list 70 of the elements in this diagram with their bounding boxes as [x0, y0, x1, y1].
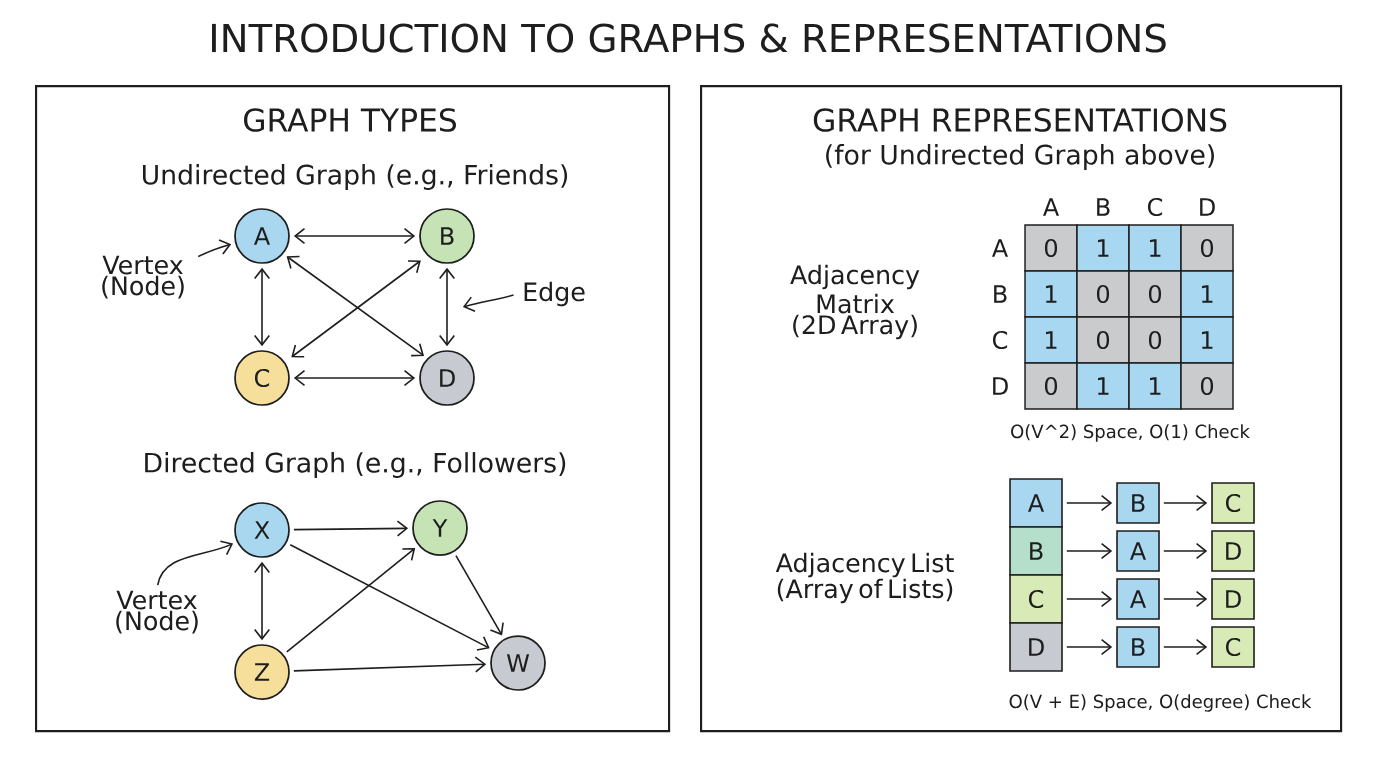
- arrow: [1163, 494, 1208, 512]
- array-cell: C: [1009, 574, 1063, 624]
- matrix-cell: 0: [1128, 316, 1182, 364]
- list-cell: C: [1211, 482, 1255, 524]
- list-cell: A: [1116, 530, 1160, 572]
- matrix-cell: 1: [1180, 316, 1234, 364]
- annotation-text: Edge: [524, 281, 585, 307]
- panel-heading: GRAPH TYPES: [244, 108, 456, 132]
- arrow: [1066, 638, 1113, 656]
- list-cell: A: [1116, 578, 1160, 620]
- matrix-cell: 1: [1076, 224, 1130, 272]
- arrow: [293, 520, 409, 537]
- complexity-note: O(V + E) Space, O(degree) Check: [1009, 694, 1312, 712]
- list-cell: D: [1211, 578, 1255, 620]
- arrow: [293, 656, 487, 673]
- column-header: D: [1200, 198, 1215, 216]
- arrow: [1066, 542, 1113, 560]
- array-cell: A: [1009, 478, 1063, 528]
- section-label: Adjacency List (Array of Lists): [775, 552, 954, 604]
- arrow: [1066, 590, 1113, 608]
- annotation-text: Vertex (Node): [116, 590, 198, 634]
- matrix-cell: 0: [1024, 362, 1078, 410]
- panel-subheading: (for Undirected Graph above): [826, 144, 1214, 170]
- row-header: D: [993, 377, 1008, 395]
- row-header: B: [994, 285, 1007, 303]
- double-arrow: [293, 369, 416, 387]
- array-cell: B: [1009, 526, 1063, 576]
- matrix-cell: 0: [1128, 270, 1182, 318]
- arrow: [285, 548, 416, 653]
- list-cell: D: [1211, 530, 1255, 572]
- list-cell: B: [1116, 482, 1160, 524]
- column-header: B: [1097, 198, 1110, 216]
- double-arrow: [253, 267, 271, 347]
- arrow: [1163, 638, 1208, 656]
- matrix-cell: 1: [1024, 270, 1078, 318]
- column-header: C: [1148, 197, 1163, 217]
- annotation-text: Vertex (Node): [102, 255, 184, 299]
- graph-heading: Directed Graph (e.g., Followers): [145, 452, 566, 478]
- arrow: [1163, 542, 1208, 560]
- matrix-cell: 0: [1076, 270, 1130, 318]
- list-cell: C: [1211, 626, 1255, 668]
- arrow: [1066, 494, 1113, 512]
- matrix-cell: 1: [1128, 362, 1182, 410]
- panel-heading: GRAPH REPRESENTATIONS: [813, 108, 1227, 132]
- diagram-title: INTRODUCTION TO GRAPHS & REPRESENTATIONS: [212, 23, 1166, 53]
- leader-arrow: [197, 239, 232, 258]
- double-arrow: [253, 561, 271, 641]
- leader-arrow: [462, 294, 515, 313]
- graph-heading: Undirected Graph (e.g., Friends): [143, 164, 568, 190]
- leader-arrow: [156, 540, 234, 586]
- matrix-cell: 0: [1180, 362, 1234, 410]
- list-cell: B: [1116, 626, 1160, 668]
- arrow: [455, 554, 504, 636]
- double-arrow: [438, 267, 456, 347]
- column-header: A: [1043, 198, 1060, 216]
- complexity-note: O(V^2) Space, O(1) Check: [1011, 424, 1250, 442]
- matrix-cell: 0: [1024, 224, 1078, 272]
- matrix-cell: 0: [1180, 224, 1234, 272]
- matrix-cell: 1: [1024, 316, 1078, 364]
- matrix-cell: 1: [1180, 270, 1234, 318]
- row-header: C: [992, 330, 1008, 350]
- matrix-cell: 0: [1076, 316, 1130, 364]
- row-header: A: [992, 239, 1009, 257]
- arrow: [1163, 590, 1208, 608]
- section-label: Adjacency Matrix (2D Array): [790, 264, 920, 340]
- double-arrow: [293, 227, 416, 245]
- matrix-cell: 1: [1076, 362, 1130, 410]
- matrix-cell: 1: [1128, 224, 1182, 272]
- arrow: [289, 543, 490, 651]
- array-cell: D: [1009, 622, 1063, 672]
